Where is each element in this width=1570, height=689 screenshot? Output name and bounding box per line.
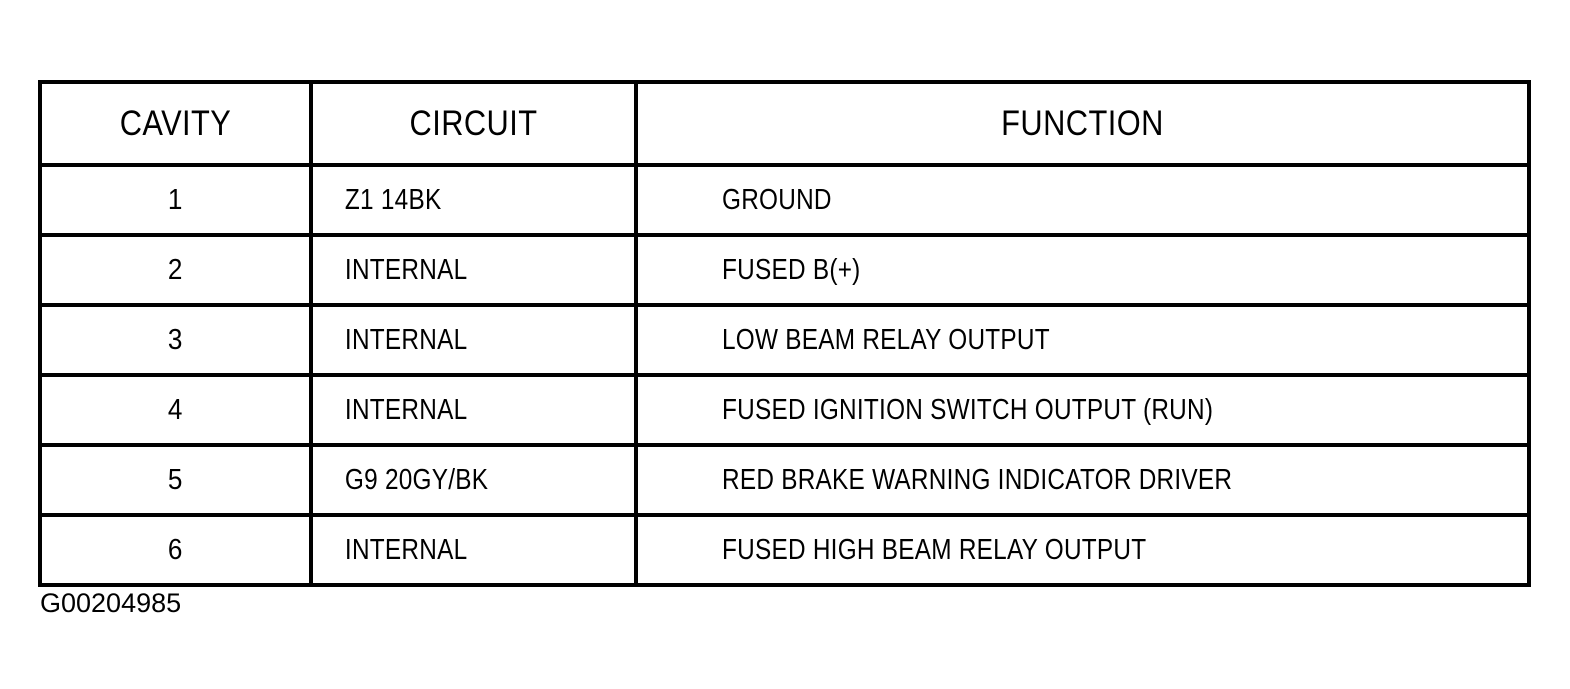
cell-cavity: 3 <box>38 303 313 377</box>
cell-function-value: RED BRAKE WARNING INDICATOR DRIVER <box>722 463 1233 496</box>
cell-function: GROUND <box>634 163 1531 237</box>
cell-function: RED BRAKE WARNING INDICATOR DRIVER <box>634 443 1531 517</box>
cell-cavity: 5 <box>38 443 313 517</box>
connector-pinout-table: CAVITY CIRCUIT FUNCTION 1 Z1 14BK GROUND… <box>38 80 1531 587</box>
cell-function-value: FUSED IGNITION SWITCH OUTPUT (RUN) <box>722 393 1214 426</box>
cell-function-value: FUSED HIGH BEAM RELAY OUTPUT <box>722 533 1147 566</box>
column-header-circuit: CIRCUIT <box>328 80 619 167</box>
cell-function-value: FUSED B(+) <box>722 253 861 286</box>
cell-circuit-value: INTERNAL <box>344 393 468 426</box>
table-header-row: CAVITY CIRCUIT FUNCTION <box>40 80 1529 167</box>
column-header-circuit-label: CIRCUIT <box>409 104 538 143</box>
cell-cavity-value: 6 <box>168 533 183 566</box>
cell-cavity-value: 4 <box>168 393 183 426</box>
cell-function: FUSED B(+) <box>634 233 1531 307</box>
cell-function: FUSED IGNITION SWITCH OUTPUT (RUN) <box>634 373 1531 447</box>
cell-function: LOW BEAM RELAY OUTPUT <box>634 303 1531 377</box>
figure-caption: G00204985 <box>40 588 182 618</box>
cell-circuit-value: INTERNAL <box>344 533 468 566</box>
cell-circuit: INTERNAL <box>309 303 638 377</box>
cell-cavity: 2 <box>38 233 313 307</box>
column-header-function: FUNCTION <box>687 80 1478 167</box>
table-row: 3 INTERNAL LOW BEAM RELAY OUTPUT <box>38 303 1531 377</box>
cell-circuit: G9 20GY/BK <box>309 443 638 517</box>
cell-cavity: 1 <box>38 163 313 237</box>
cell-circuit: INTERNAL <box>309 513 638 587</box>
cell-function-value: LOW BEAM RELAY OUTPUT <box>722 323 1050 356</box>
cell-function-value: GROUND <box>722 183 832 216</box>
table-header: CAVITY CIRCUIT FUNCTION <box>40 80 1529 167</box>
table-row: 5 G9 20GY/BK RED BRAKE WARNING INDICATOR… <box>38 443 1531 517</box>
column-header-cavity: CAVITY <box>54 80 297 167</box>
cell-function: FUSED HIGH BEAM RELAY OUTPUT <box>634 513 1531 587</box>
table-body: 1 Z1 14BK GROUND 2 INTERNAL FUSED B(+) 3… <box>38 163 1531 587</box>
cell-cavity-value: 5 <box>168 463 183 496</box>
cell-circuit-value: INTERNAL <box>344 323 468 356</box>
cell-cavity-value: 3 <box>168 323 183 356</box>
table-row: 6 INTERNAL FUSED HIGH BEAM RELAY OUTPUT <box>38 513 1531 587</box>
cell-cavity-value: 2 <box>168 253 183 286</box>
cell-circuit-value: Z1 14BK <box>344 183 442 216</box>
table-row: 4 INTERNAL FUSED IGNITION SWITCH OUTPUT … <box>38 373 1531 447</box>
cell-cavity-value: 1 <box>168 183 183 216</box>
cell-cavity: 6 <box>38 513 313 587</box>
column-header-function-label: FUNCTION <box>1001 104 1164 143</box>
cell-circuit-value: INTERNAL <box>344 253 468 286</box>
cell-circuit: INTERNAL <box>309 233 638 307</box>
cell-circuit: INTERNAL <box>309 373 638 447</box>
table-row: 1 Z1 14BK GROUND <box>38 163 1531 237</box>
cell-circuit: Z1 14BK <box>309 163 638 237</box>
column-header-cavity-label: CAVITY <box>119 104 232 143</box>
cell-cavity: 4 <box>38 373 313 447</box>
cell-circuit-value: G9 20GY/BK <box>344 463 489 496</box>
table-row: 2 INTERNAL FUSED B(+) <box>38 233 1531 307</box>
